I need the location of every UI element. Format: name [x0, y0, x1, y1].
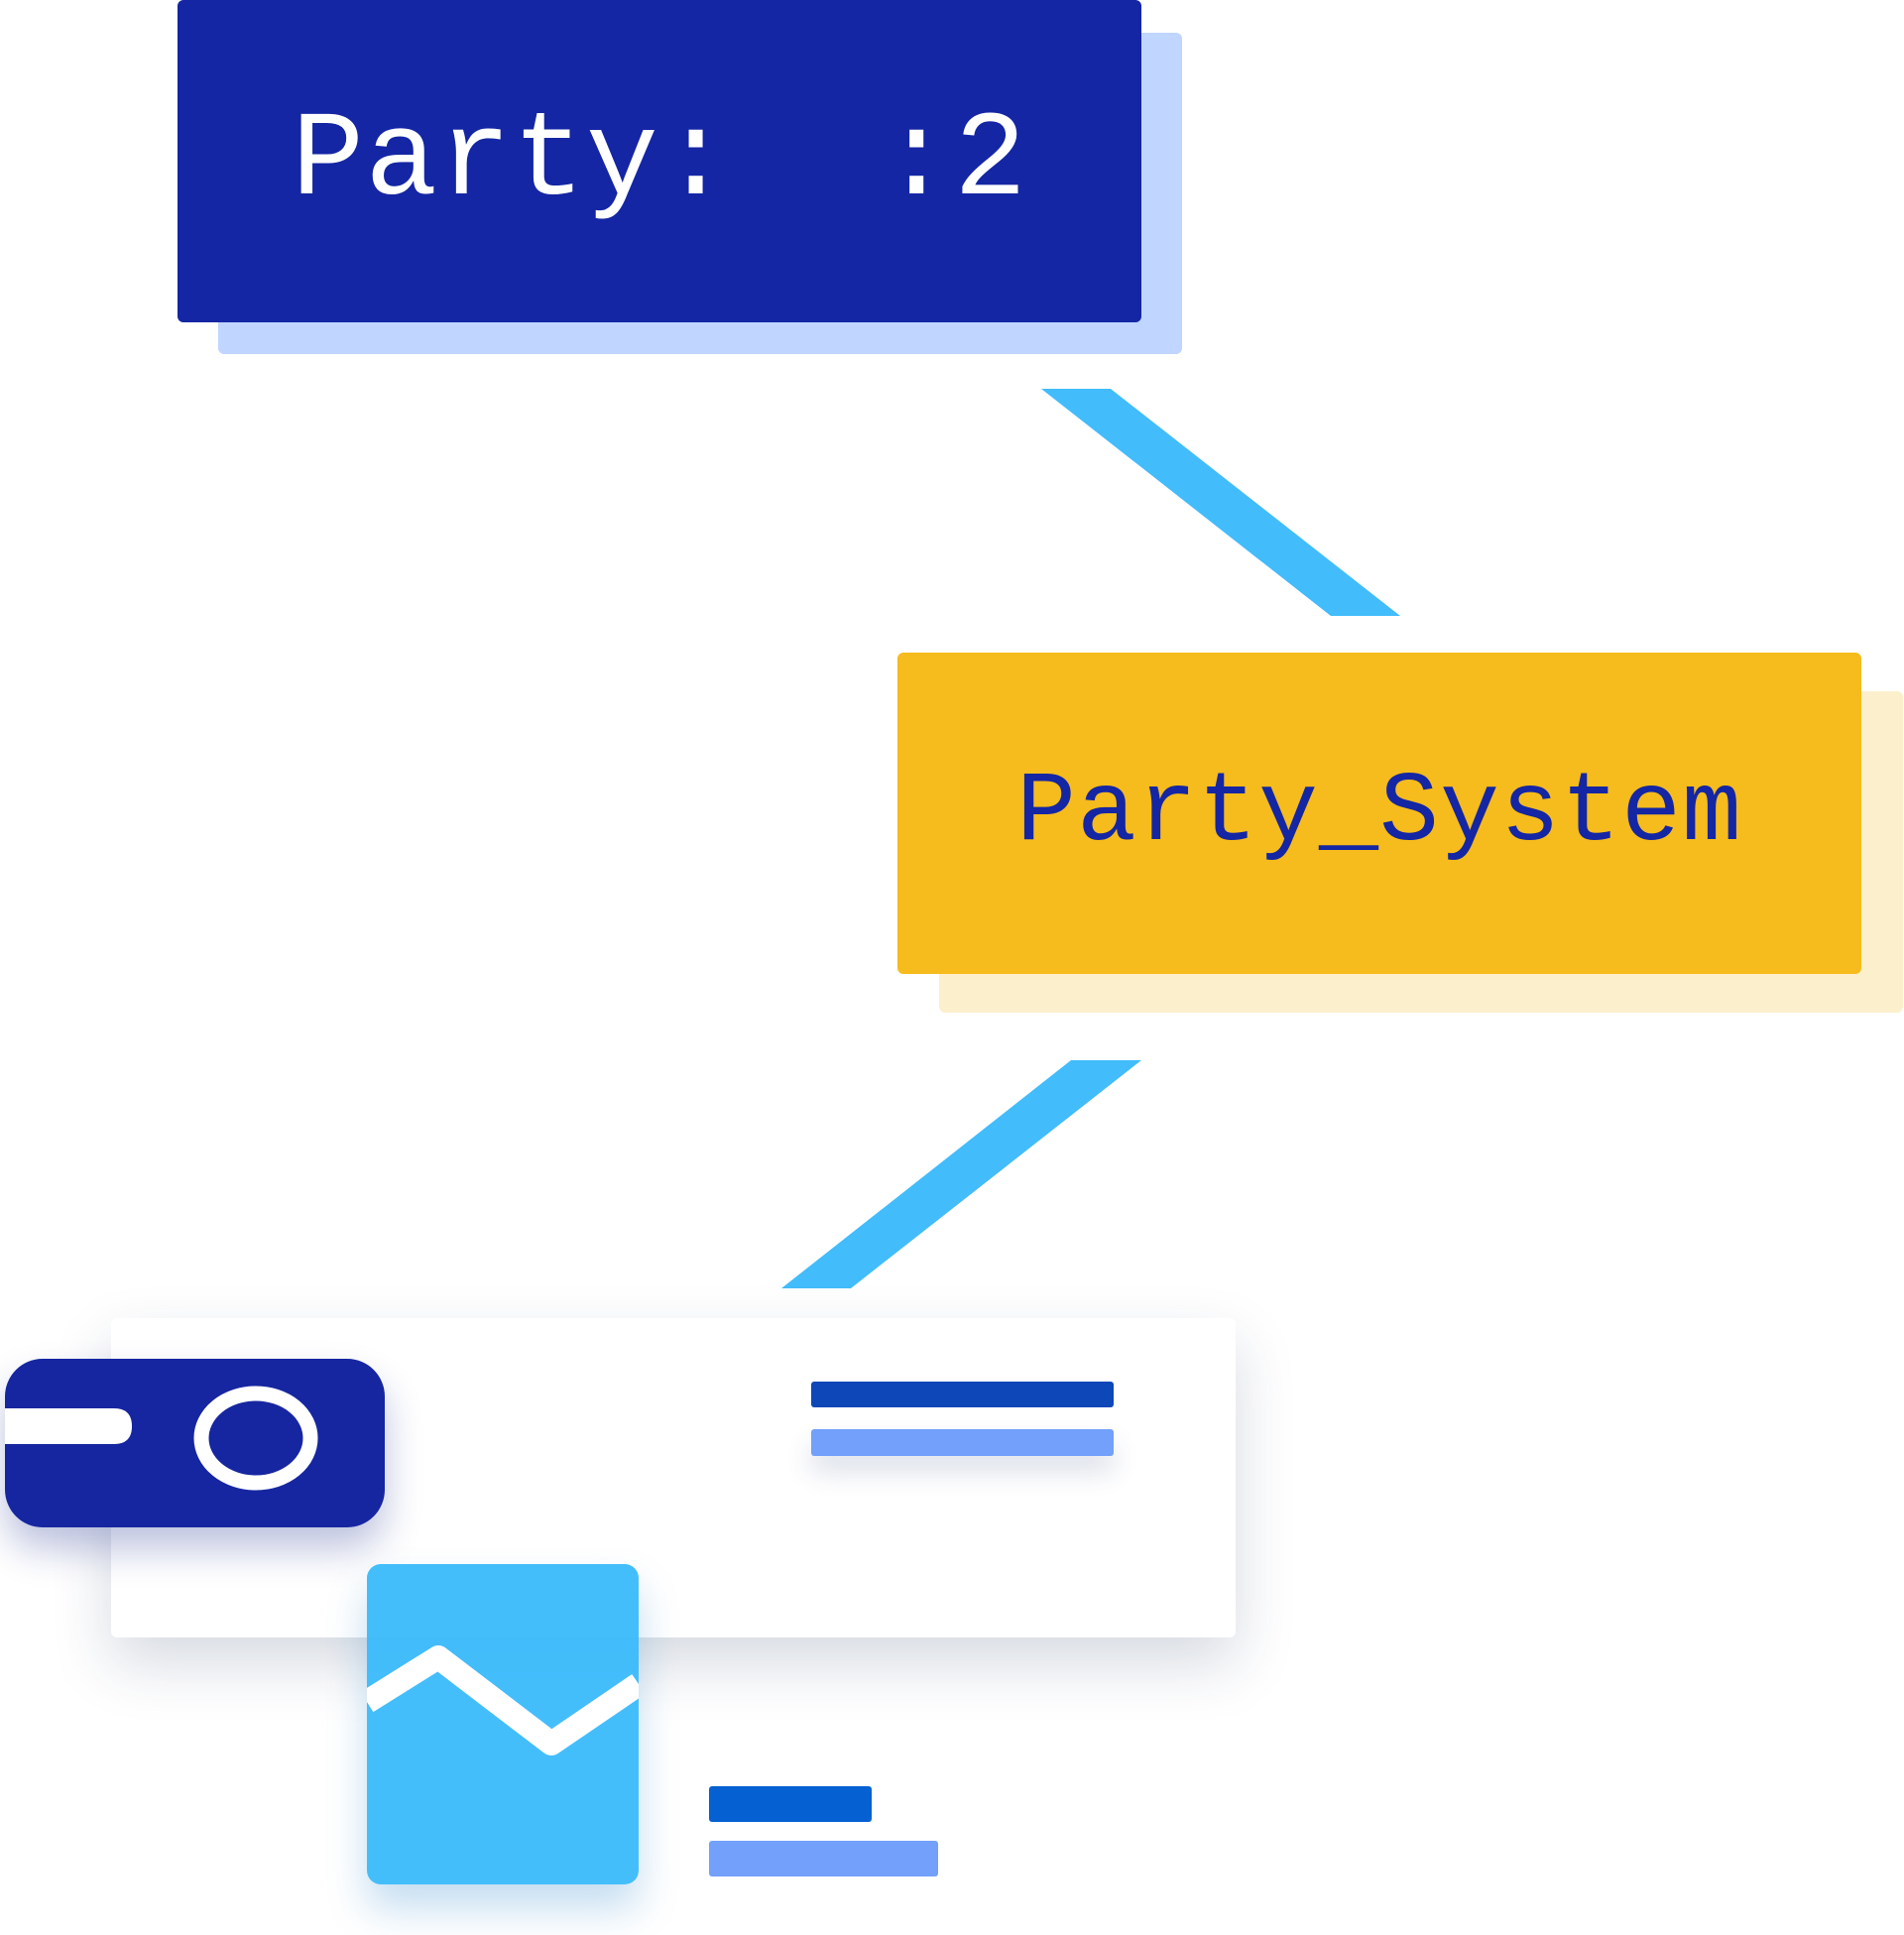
top-node-label: Party: :2 [291, 92, 1028, 230]
middle-node: Party_System [897, 653, 1861, 974]
toggle-switch-icon [5, 1386, 318, 1491]
toggle-card [5, 1359, 385, 1527]
connector-top-to-middle [1041, 389, 1400, 616]
line-chart-icon [367, 1645, 639, 1755]
connector-middle-to-bottom [781, 1060, 1141, 1288]
panel-text-line-dark [811, 1382, 1114, 1407]
chart-card [367, 1564, 639, 1884]
bottom-text-line-light [709, 1841, 938, 1876]
bottom-text-line-dark [709, 1786, 872, 1822]
middle-node-label: Party_System [1015, 757, 1743, 870]
panel-text-line-light [811, 1429, 1114, 1456]
top-node: Party: :2 [178, 0, 1141, 322]
